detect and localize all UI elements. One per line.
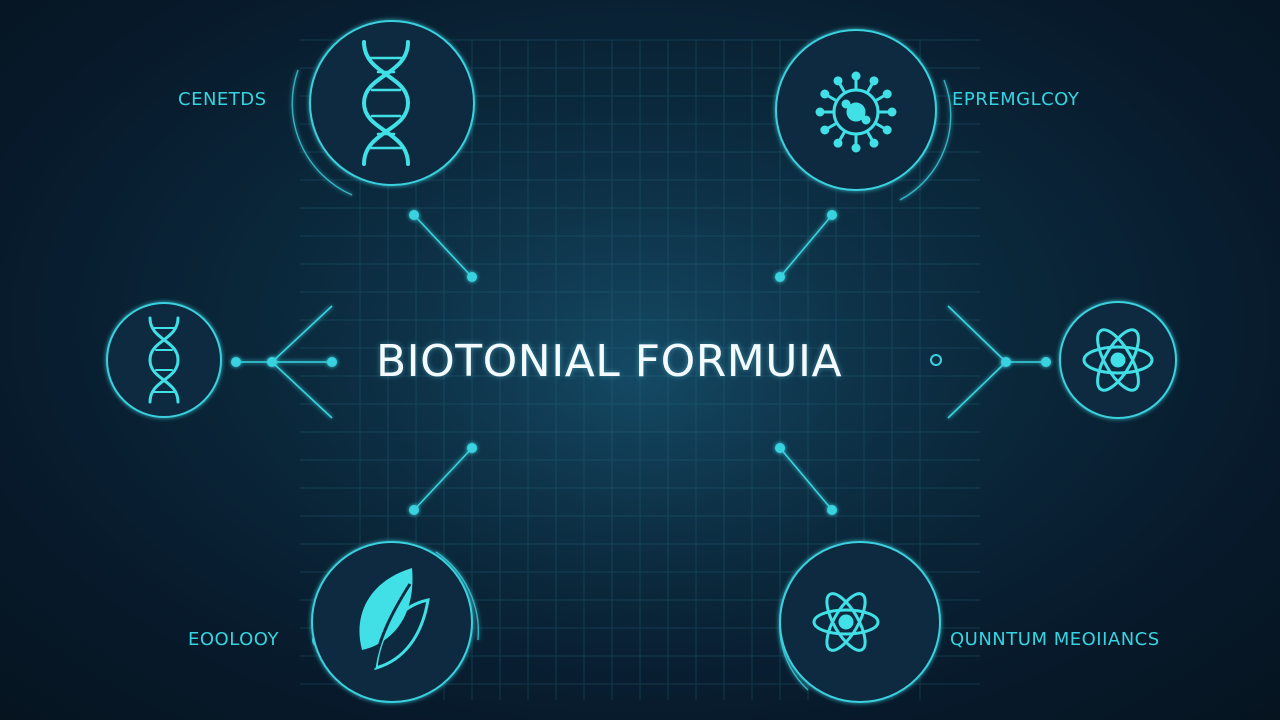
node-genetics bbox=[291, 20, 475, 196]
diagram-title: BIOTONIAL FORMUIA bbox=[376, 336, 843, 387]
connector-dot bbox=[775, 272, 785, 282]
connector-dots-hollow bbox=[930, 354, 942, 366]
dna-helix-icon bbox=[148, 316, 180, 404]
connector-dot bbox=[409, 505, 419, 515]
connector-dot bbox=[267, 357, 277, 367]
connector-dot bbox=[827, 210, 837, 220]
connector-dot bbox=[1001, 357, 1011, 367]
connector-dot bbox=[409, 210, 419, 220]
node-quantum bbox=[779, 541, 941, 703]
connector-dots bbox=[231, 210, 1051, 515]
node-left-dna bbox=[106, 302, 222, 418]
node-label-genetics: CENETDS bbox=[178, 89, 267, 110]
atom-icon bbox=[1082, 328, 1154, 392]
connector-dot bbox=[231, 357, 241, 367]
connector-dot bbox=[775, 443, 785, 453]
dna-helix-icon bbox=[361, 40, 411, 166]
leaf-icon bbox=[359, 568, 430, 671]
connector-dot bbox=[930, 354, 942, 366]
atom-icon bbox=[812, 592, 880, 652]
connectors bbox=[236, 214, 1046, 511]
connector-dot bbox=[327, 357, 337, 367]
connector-dot bbox=[1041, 357, 1051, 367]
node-epidemiology bbox=[775, 29, 952, 201]
node-label-ecology: EOOLOOY bbox=[188, 629, 279, 650]
virus-icon bbox=[815, 71, 897, 153]
center-glow bbox=[220, 80, 1060, 680]
connector-dot bbox=[467, 272, 477, 282]
node-right-atom bbox=[1059, 301, 1177, 419]
connector-dot bbox=[827, 505, 837, 515]
node-ecology bbox=[311, 541, 480, 703]
node-label-epidemiology: EPREMGLCOY bbox=[952, 89, 1080, 110]
node-label-quantum: QUNNTUM MEOIIANCS bbox=[950, 629, 1160, 650]
connector-dot bbox=[467, 443, 477, 453]
